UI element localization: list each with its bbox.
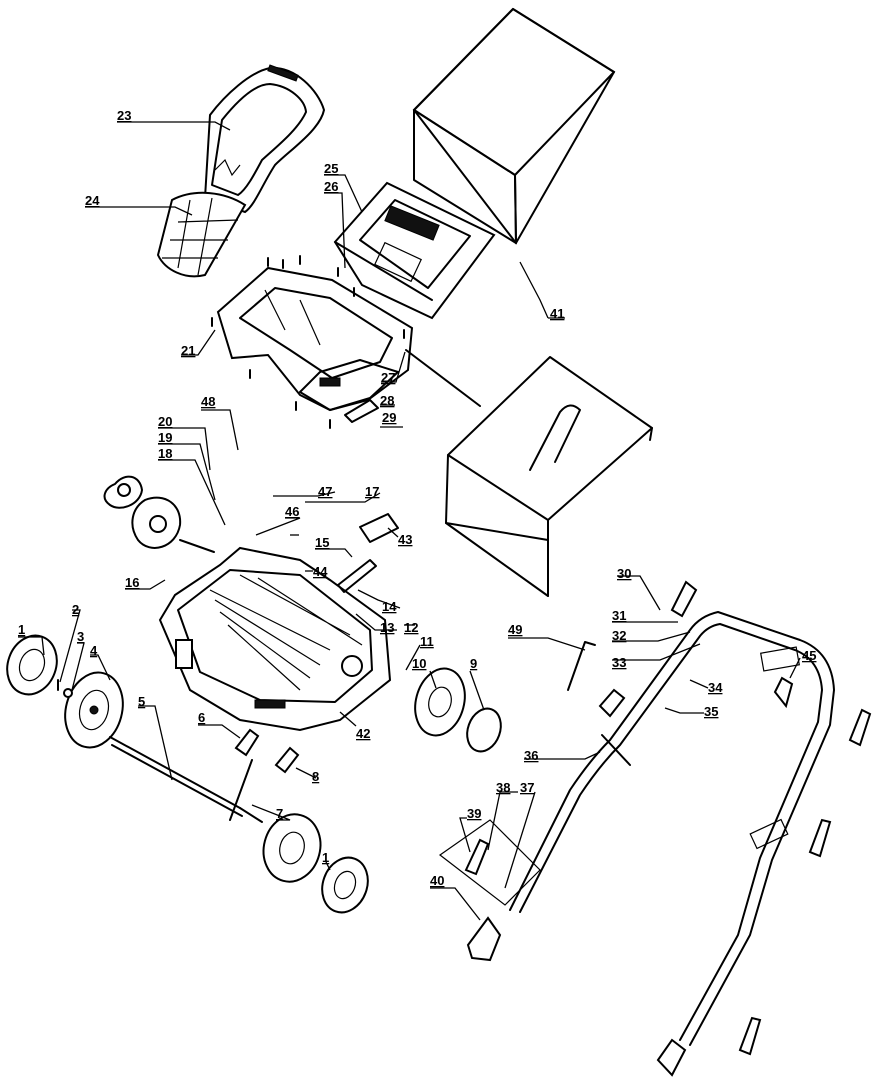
- label-1b: 1: [322, 850, 329, 865]
- left-wheel: [64, 671, 124, 749]
- label-17: 17: [365, 484, 379, 499]
- label-34: 34: [708, 680, 723, 695]
- clip: [344, 399, 379, 423]
- main-deck: [158, 546, 392, 732]
- height-lever: [229, 728, 260, 821]
- label-37: 37: [520, 780, 534, 795]
- left-hubcap: [6, 634, 58, 696]
- rear-flap: [156, 191, 247, 278]
- label-4: 4: [90, 643, 98, 658]
- knob: [274, 746, 300, 774]
- washer-3: [63, 688, 73, 698]
- label-7: 7: [276, 806, 283, 821]
- label-21: 21: [181, 343, 195, 358]
- grass-bag-frame: [445, 356, 653, 597]
- label-16: 16: [125, 575, 139, 590]
- label-41: 41: [550, 306, 564, 321]
- handle-end-clip: [656, 1038, 687, 1077]
- label-2: 2: [72, 602, 79, 617]
- label-32: 32: [612, 628, 626, 643]
- label-44: 44: [313, 564, 328, 579]
- label-35: 35: [704, 704, 718, 719]
- label-15: 15: [315, 535, 329, 550]
- label-48: 48: [201, 394, 215, 409]
- label-36: 36: [524, 748, 538, 763]
- label-11: 11: [420, 634, 434, 649]
- plug-panel: [438, 819, 541, 906]
- label-43: 43: [398, 532, 412, 547]
- label-1a: 1: [18, 622, 25, 637]
- handle-assembly: [509, 611, 835, 1046]
- label-6: 6: [198, 710, 205, 725]
- label-25: 25: [324, 161, 338, 176]
- label-38: 38: [496, 780, 510, 795]
- label-28: 28: [380, 393, 394, 408]
- blade-bar: [337, 559, 377, 593]
- label-3: 3: [77, 629, 84, 644]
- label-33: 33: [612, 655, 626, 670]
- label-47: 47: [318, 484, 332, 499]
- label-45: 45: [802, 648, 816, 663]
- axle: [109, 736, 263, 823]
- label-20: 20: [158, 414, 172, 429]
- plate: [359, 513, 399, 543]
- label-42: 42: [356, 726, 370, 741]
- label-39: 39: [467, 806, 481, 821]
- label-24: 24: [85, 193, 100, 208]
- label-46: 46: [285, 504, 299, 519]
- label-14: 14: [382, 599, 397, 614]
- label-9: 9: [470, 656, 477, 671]
- label-8: 8: [312, 769, 319, 784]
- wheel-hardware-left: [103, 475, 215, 553]
- upper-handle-frame: [203, 64, 326, 214]
- label-49: 49: [508, 622, 522, 637]
- handle-knobs: [464, 580, 872, 1056]
- leader-lines: [18, 121, 801, 921]
- label-31: 31: [612, 608, 626, 623]
- label-26: 26: [324, 179, 338, 194]
- rear-housing: [216, 266, 414, 412]
- rod: [405, 349, 481, 407]
- hex-key: [567, 641, 596, 691]
- box-top-cover: [333, 181, 496, 320]
- label-40: 40: [430, 873, 444, 888]
- switch-box: [466, 916, 502, 962]
- part-labels: 23 24 25 26 27 21 28 29 41 48 20 19 18 4…: [18, 108, 816, 888]
- label-13: 13: [380, 620, 394, 635]
- label-18: 18: [158, 446, 172, 461]
- grass-box: [412, 7, 616, 245]
- housing-screws: [211, 255, 405, 429]
- label-10: 10: [412, 656, 426, 671]
- label-29: 29: [382, 410, 396, 425]
- front-wheel-right: [262, 813, 369, 914]
- label-19: 19: [158, 430, 172, 445]
- rear-wheel-right: [414, 667, 502, 753]
- label-12: 12: [404, 620, 418, 635]
- label-5: 5: [138, 694, 145, 709]
- label-27: 27: [381, 370, 395, 385]
- label-23: 23: [117, 108, 131, 123]
- label-30: 30: [617, 566, 631, 581]
